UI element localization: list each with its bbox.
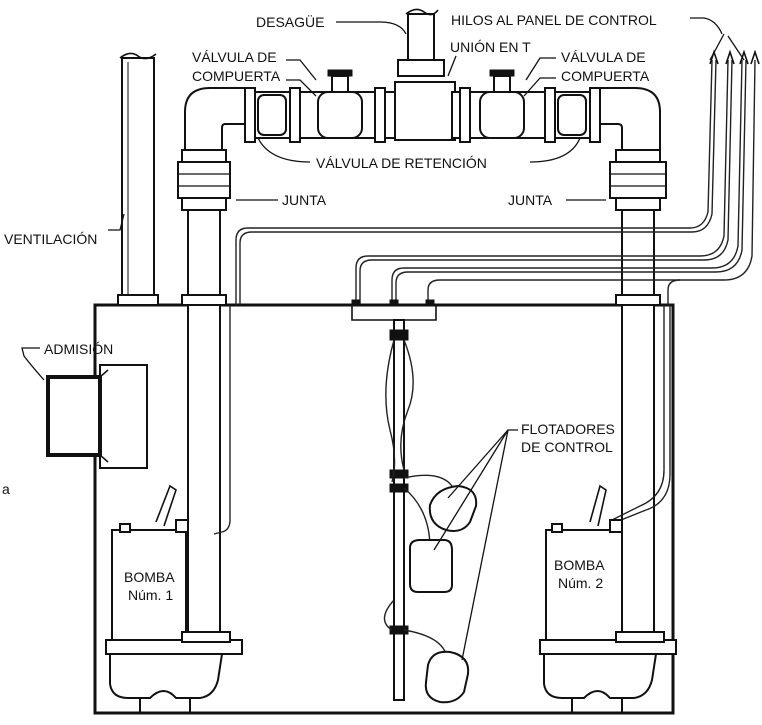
pump-2 [539, 484, 677, 712]
riser-pipe-left [177, 149, 231, 641]
label-pump2-line1: BOMBA [554, 557, 605, 573]
leader-lines [21, 17, 745, 661]
label-joint-right: JUNTA [508, 192, 553, 208]
label-gate-valve-left-line1: VÁLVULA DE [192, 49, 277, 65]
pump-1 [105, 484, 243, 712]
label-joint-left: JUNTA [282, 192, 327, 208]
label-pump1-line2: Núm. 1 [128, 587, 173, 603]
float-upper [428, 484, 478, 532]
label-floats-line2: DE CONTROL [521, 439, 613, 455]
label-stray-letter: a [2, 481, 10, 497]
label-tee-union: UNIÓN EN T [450, 39, 531, 55]
label-gate-valve-right-line1: VÁLVULA DE [561, 49, 646, 65]
label-check-valve: VÁLVULA DE RETENCIÓN [316, 155, 487, 171]
label-gate-valve-left-line2: COMPUERTA [192, 68, 281, 84]
basin-tank [93, 303, 675, 715]
label-pump2-line2: Núm. 2 [558, 575, 603, 591]
control-wires [213, 49, 760, 535]
label-drain: DESAGÜE [256, 13, 324, 30]
label-pump1-line1: BOMBA [124, 569, 175, 585]
discharge-manifold [184, 8, 661, 151]
label-floats-line1: FLOTADORES [521, 421, 615, 437]
label-vent: VENTILACIÓN [4, 231, 97, 247]
vent-pipe [117, 52, 159, 306]
text-labels: DESAGÜE HILOS AL PANEL DE CONTROL VÁLVUL… [2, 12, 657, 603]
float-middle [409, 539, 453, 593]
float-switch-assembly [383, 319, 478, 704]
label-wires-to-panel: HILOS AL PANEL DE CONTROL [451, 12, 657, 28]
float-lower [424, 650, 470, 704]
label-intake: ADMISIÓN [44, 341, 113, 357]
intake-inlet [46, 364, 148, 469]
label-gate-valve-right-line2: COMPUERTA [561, 68, 650, 84]
